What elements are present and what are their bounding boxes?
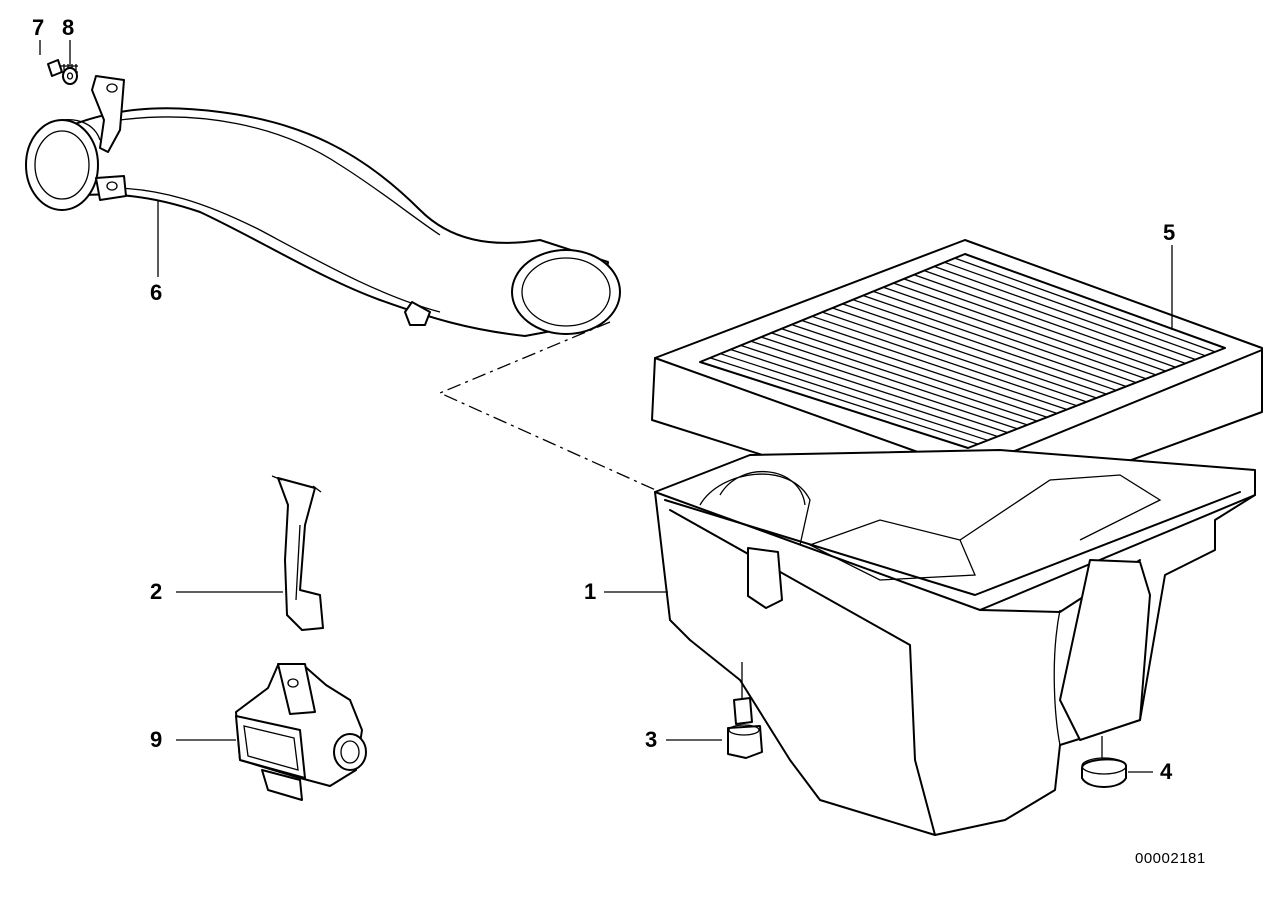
filter-pleats [709, 257, 1216, 445]
air-filter-part-5 [651, 239, 1263, 521]
filter-housing-part-1 [654, 449, 1256, 836]
filter-pleat [781, 328, 1048, 418]
callout-9: 9 [150, 727, 163, 752]
filter-pleat [801, 319, 1068, 411]
callout-1: 1 [584, 579, 597, 604]
filter-pleat [893, 282, 1157, 376]
callout-2: 2 [150, 579, 163, 604]
callout-4: 4 [1160, 759, 1173, 784]
filter-pleat [862, 294, 1127, 388]
washer-part-8 [62, 67, 78, 85]
filter-pleat [934, 265, 1196, 361]
filter-pleat [842, 303, 1107, 395]
intake-duct-part-6 [25, 75, 621, 337]
filter-pleat [924, 270, 1186, 364]
duct-outlet [511, 249, 621, 335]
filter-pleat [903, 278, 1166, 372]
plug-part-4 [1081, 736, 1127, 788]
filter-pleat [771, 332, 1038, 422]
sensor-part-9 [235, 663, 367, 801]
filter-pleat [873, 290, 1137, 384]
filter-pleat [852, 299, 1117, 391]
filter-pleat [750, 340, 1018, 430]
filter-pleat [730, 348, 998, 438]
document-code: 00002181 [1135, 850, 1206, 867]
filter-pleat [709, 357, 979, 445]
callout-8: 8 [62, 15, 75, 40]
filter-pleat [720, 353, 988, 441]
clamp-part-2 [271, 475, 324, 631]
leader-lines [39, 40, 1173, 773]
filter-pleat [913, 274, 1176, 368]
callout-7: 7 [32, 15, 45, 40]
filter-pleat [740, 344, 1008, 434]
filter-pleat [883, 286, 1147, 380]
filter-pleat [811, 315, 1077, 407]
callout-5: 5 [1163, 220, 1176, 245]
filter-pleat [954, 257, 1216, 353]
duct-inlet [25, 119, 99, 211]
grommet-part-3 [727, 662, 763, 759]
filter-pleat [944, 261, 1206, 357]
filter-pleat [832, 307, 1097, 399]
assembly-line [438, 321, 661, 493]
filter-pleat [791, 323, 1058, 415]
filter-pleat [760, 336, 1028, 426]
callout-3: 3 [645, 727, 658, 752]
filter-pleat [822, 311, 1087, 403]
callout-6: 6 [150, 280, 163, 305]
